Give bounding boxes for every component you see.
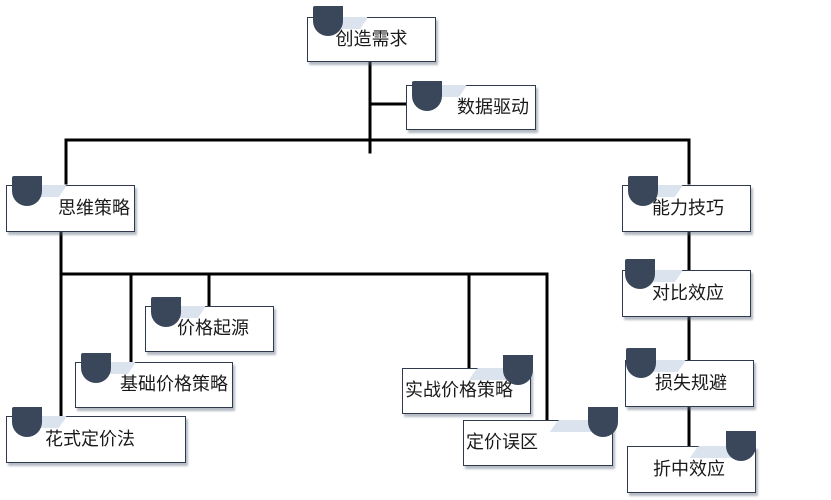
node-label: 思维策略: [58, 197, 130, 219]
node-label: 折中效应: [653, 458, 725, 480]
node-badge-icon: [625, 259, 655, 289]
node-badge-icon: [81, 353, 111, 383]
node-badge-icon: [588, 407, 618, 437]
node-label: 基础价格策略: [120, 374, 228, 395]
node-badge-icon: [151, 297, 181, 327]
node-badge-icon: [412, 81, 442, 111]
node-label: 损失规避: [655, 372, 727, 394]
node-badge-icon: [12, 407, 42, 437]
node-thinking-strategy: 思维策略: [6, 176, 135, 232]
node-price-origin: 价格起源: [145, 297, 274, 352]
node-label: 花式定价法: [45, 428, 135, 450]
node-badge-icon: [503, 355, 533, 385]
node-label: 数据驱动: [457, 96, 529, 118]
node-label: 能力技巧: [652, 197, 724, 219]
node-pricing-pitfalls: 定价误区: [463, 407, 618, 466]
node-contrast-effect: 对比效应: [622, 259, 751, 317]
node-label: 对比效应: [652, 282, 724, 304]
node-compromise-effect: 折中效应: [627, 431, 756, 493]
node-badge-icon: [313, 6, 343, 36]
node-label: 实战价格策略: [405, 380, 513, 401]
node-label: 创造需求: [335, 28, 408, 50]
node-badge-icon: [12, 176, 42, 206]
node-badge-icon: [628, 176, 658, 206]
node-badge-icon: [626, 348, 656, 378]
node-fancy-pricing: 花式定价法: [6, 407, 186, 463]
node-label: 定价误区: [466, 432, 538, 453]
node-ability-skills: 能力技巧: [622, 176, 751, 232]
node-battle-pricing-strategy: 实战价格策略: [402, 355, 533, 414]
node-label: 价格起源: [177, 318, 249, 339]
node-data-driven: 数据驱动: [406, 81, 536, 130]
node-badge-icon: [726, 431, 756, 461]
node-basic-pricing-strategy: 基础价格策略: [75, 353, 233, 408]
node-create-demand: 创造需求: [307, 6, 436, 62]
node-loss-aversion: 损失规避: [625, 348, 754, 407]
